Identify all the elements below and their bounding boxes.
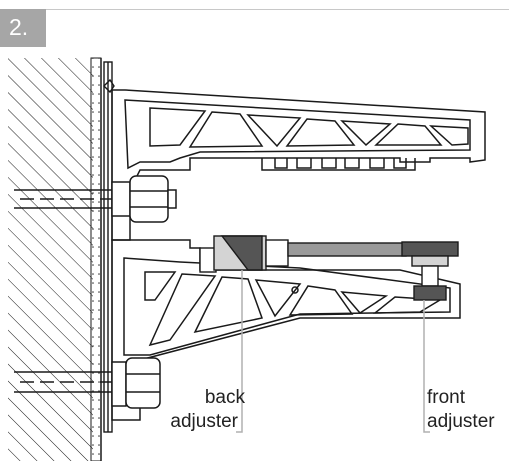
step-number: 2. (9, 14, 29, 40)
step-badge (0, 9, 46, 47)
front-adjuster-leader (423, 300, 430, 433)
back-adjuster (199, 235, 407, 273)
upper-bolt (14, 175, 177, 223)
front-adjuster-label-line2: adjuster (427, 411, 495, 432)
back-adjuster-leader (236, 270, 243, 433)
front-adjuster-label-line1: front (427, 387, 466, 408)
wall-section (8, 57, 102, 461)
lower-bolt (14, 357, 161, 409)
back-adjuster-label-2: adjuster (158, 410, 238, 433)
front-adjuster-label: front (427, 386, 487, 409)
front-adjuster-label-2: adjuster (427, 410, 507, 433)
upper-bracket (111, 89, 486, 241)
header-rule (46, 9, 509, 10)
leader-lines (236, 270, 430, 433)
front-adjuster (401, 241, 459, 301)
back-adjuster-label-line2: adjuster (170, 411, 238, 432)
back-adjuster-label: back (193, 386, 245, 409)
lower-bracket (111, 239, 461, 421)
back-adjuster-label-line1: back (204, 387, 245, 408)
